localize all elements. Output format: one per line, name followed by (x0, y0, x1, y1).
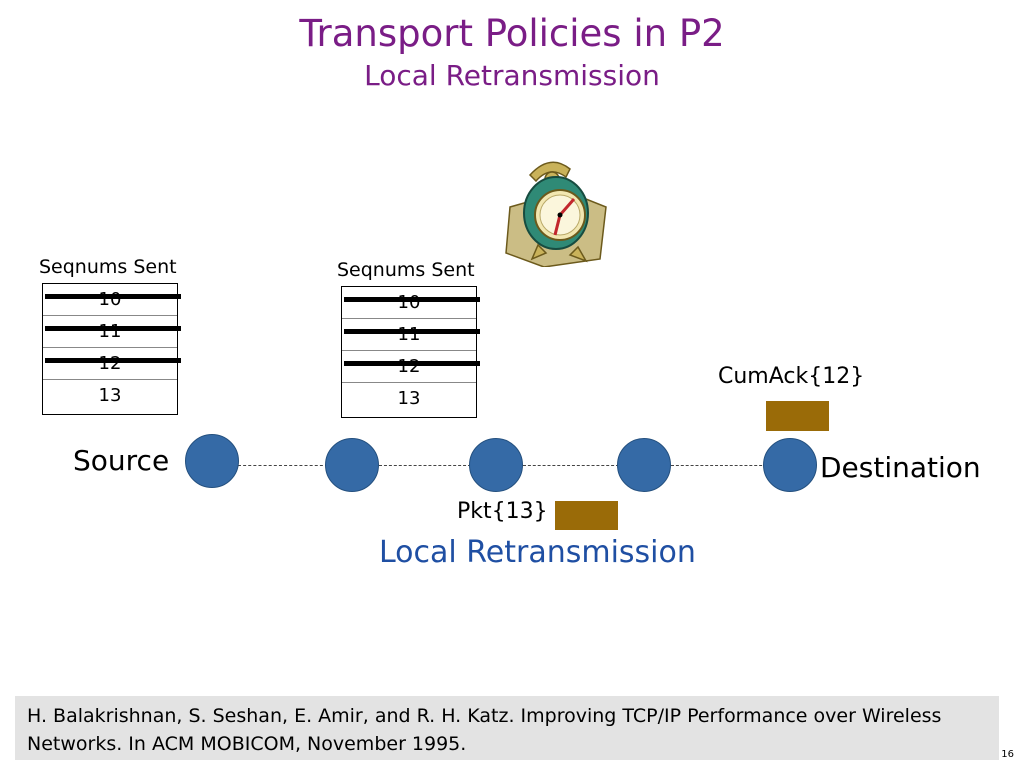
destination-node (763, 438, 817, 492)
network-link (523, 465, 619, 466)
relay-seqnum-row: 11 (342, 319, 480, 351)
strike-line (45, 294, 181, 299)
seqnum-value: 12 (397, 356, 421, 377)
relay-node (469, 438, 523, 492)
strike-line (344, 329, 480, 334)
source-label: Source (73, 444, 170, 477)
seqnum-value: 13 (98, 385, 122, 406)
relay-seqnum-row: 12 (342, 351, 480, 383)
source-node (185, 434, 239, 488)
network-link (379, 465, 471, 466)
seqnum-value: 11 (98, 321, 122, 342)
slide-title: Transport Policies in P2 (299, 12, 725, 55)
citation-text: H. Balakrishnan, S. Seshan, E. Amir, and… (27, 705, 942, 755)
source-seqnums-label: Seqnums Sent (39, 256, 177, 278)
seqnum-value: 12 (98, 353, 122, 374)
source-seqnum-row: 10 (43, 284, 181, 316)
source-seqnums-table: 10 11 12 13 (42, 283, 181, 415)
packet-label: Pkt{13} (457, 499, 548, 524)
relay-node (617, 438, 671, 492)
cumack-label: CumAck{12} (718, 364, 865, 389)
source-seqnum-row: 11 (43, 316, 181, 348)
seqnum-value: 10 (397, 292, 421, 313)
data-packet (555, 501, 618, 530)
seqnum-value: 13 (397, 388, 421, 409)
slide-number: 16 (1001, 749, 1014, 760)
alarm-clock-icon (505, 161, 607, 267)
relay-seqnum-row: 13 (342, 383, 476, 413)
seqnum-value: 10 (98, 289, 122, 310)
relay-seqnums-label: Seqnums Sent (337, 259, 475, 281)
destination-label: Destination (820, 451, 981, 484)
relay-node (325, 438, 379, 492)
network-link (238, 465, 328, 466)
strike-line (344, 297, 480, 302)
relay-seqnum-row: 10 (342, 287, 480, 319)
strike-line (45, 326, 181, 331)
local-retransmission-caption: Local Retransmission (379, 535, 696, 570)
source-seqnum-row: 13 (43, 380, 177, 410)
seqnum-value: 11 (397, 324, 421, 345)
relay-seqnums-table: 10 11 12 13 (341, 286, 480, 418)
source-seqnum-row: 12 (43, 348, 181, 380)
strike-line (344, 361, 480, 366)
citation-box: H. Balakrishnan, S. Seshan, E. Amir, and… (15, 696, 999, 760)
cumack-packet (766, 401, 829, 431)
strike-line (45, 358, 181, 363)
network-link (671, 465, 767, 466)
slide-subtitle: Local Retransmission (364, 59, 660, 92)
